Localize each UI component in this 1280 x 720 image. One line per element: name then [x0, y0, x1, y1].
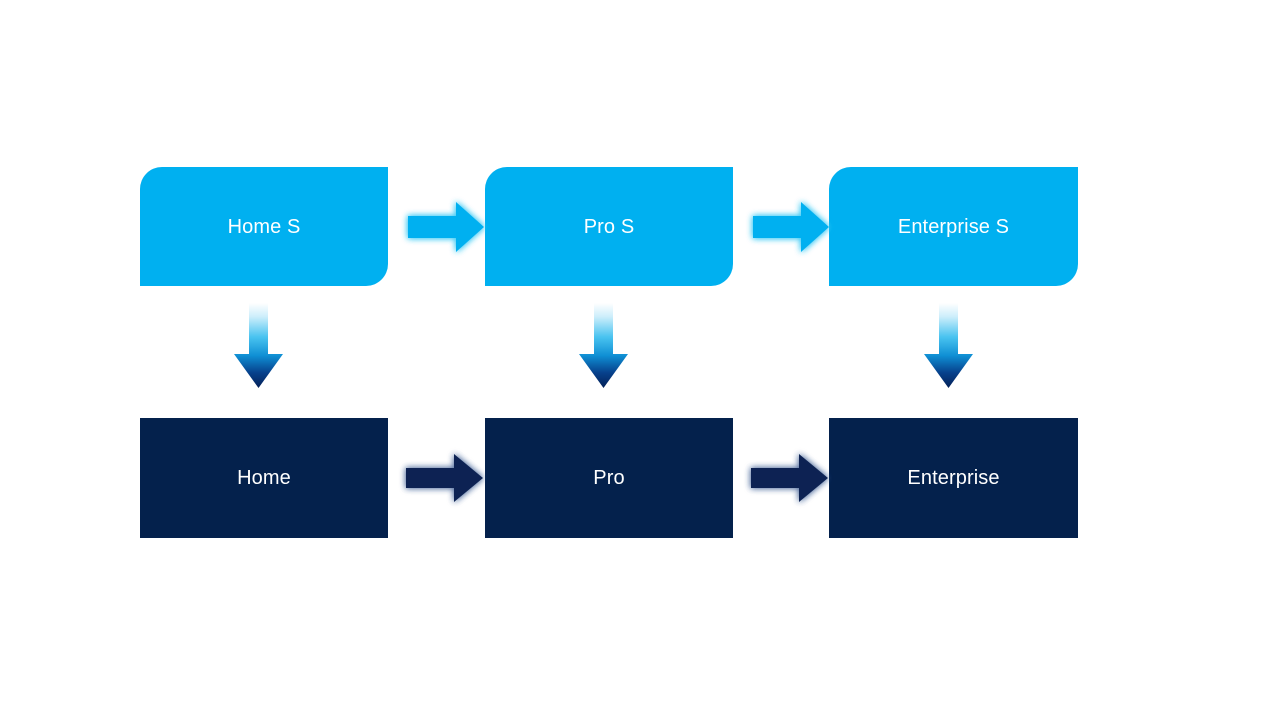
arrow-down-enterprise-s-to-enterprise	[922, 303, 975, 389]
node-label: Home S	[227, 215, 301, 238]
node-pro[interactable]: Pro	[485, 418, 733, 538]
arrow-right-home-to-pro	[401, 449, 487, 507]
arrow-right-pro-s-to-enterprise-s	[749, 198, 833, 256]
arrow-down-icon	[579, 303, 628, 388]
arrow-right-icon	[406, 454, 483, 502]
arrow-right-pro-to-enterprise	[746, 449, 832, 507]
node-label: Enterprise	[907, 467, 1000, 489]
arrow-down-pro-s-to-pro	[577, 303, 630, 389]
arrow-right-home-s-to-pro-s	[404, 198, 488, 256]
arrow-right-icon	[408, 202, 484, 252]
arrow-down-icon	[234, 303, 283, 388]
node-label: Pro S	[583, 215, 635, 238]
node-label: Enterprise S	[897, 215, 1010, 238]
arrow-down-home-s-to-home	[232, 303, 285, 389]
node-enterprise-s[interactable]: Enterprise S	[829, 167, 1078, 286]
node-home-s[interactable]: Home S	[140, 167, 388, 286]
node-pro-s[interactable]: Pro S	[485, 167, 733, 286]
node-home[interactable]: Home	[140, 418, 388, 538]
node-enterprise[interactable]: Enterprise	[829, 418, 1078, 538]
node-label: Pro	[593, 467, 625, 489]
node-label: Home	[237, 467, 291, 489]
arrow-right-icon	[751, 454, 828, 502]
arrow-right-icon	[753, 202, 829, 252]
arrow-down-icon	[924, 303, 973, 388]
